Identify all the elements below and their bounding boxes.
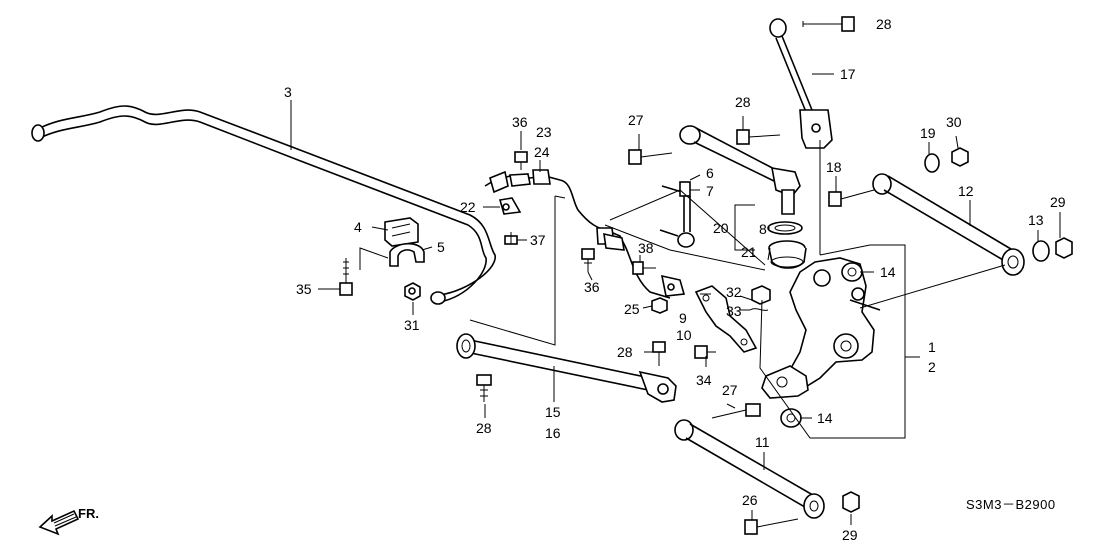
callout-32: 32 [726, 284, 742, 300]
callout-11: 11 [755, 434, 770, 450]
collar-13 [1032, 240, 1050, 262]
callout-21: 21 [741, 244, 757, 260]
callout-20: 20 [713, 220, 729, 236]
callout-28-upper: 28 [735, 94, 751, 110]
control-arm-12 [872, 173, 1025, 276]
callout-27-top: 27 [628, 112, 644, 128]
callout-7: 7 [706, 183, 714, 199]
callout-14-bottom: 14 [817, 410, 833, 426]
spring-seat-8 [767, 221, 803, 235]
bolt-38 [632, 261, 656, 275]
bushing-holder [389, 242, 425, 267]
knuckle [761, 257, 881, 399]
callout-24: 24 [534, 144, 550, 160]
callout-28-left: 28 [476, 420, 492, 436]
collar-19 [924, 153, 940, 173]
callout-26: 26 [742, 492, 758, 508]
callout-4: 4 [354, 219, 362, 235]
callout-34: 34 [696, 372, 712, 388]
callout-30: 30 [946, 114, 962, 130]
callout-29-lower: 29 [842, 527, 858, 543]
trailing-arm-15-16 [456, 333, 677, 403]
callout-bracket-20 [734, 204, 755, 251]
stabilizer-link-6-7 [659, 181, 695, 248]
callout-1: 1 [928, 339, 936, 355]
callout-19: 19 [920, 125, 936, 141]
bolt-27-lower [711, 403, 761, 419]
callout-35: 35 [296, 281, 312, 297]
callout-6: 6 [706, 165, 714, 181]
callout-15: 15 [545, 404, 561, 420]
nut-32 [751, 285, 771, 305]
cotter-pin-33 [749, 308, 769, 311]
callout-10: 10 [676, 327, 692, 343]
bushing-14-top [841, 262, 863, 282]
stabilizer-bushing [384, 217, 419, 247]
bolt-28-top [802, 16, 855, 32]
diagram-code: S3M3－B2900 [966, 497, 1056, 512]
callout-36-bottom: 36 [584, 279, 600, 295]
callout-36-top: 36 [512, 114, 528, 130]
callout-16: 16 [545, 425, 561, 441]
stabilizer-bar [31, 105, 496, 305]
front-direction-label: FR. [78, 506, 99, 521]
callout-28-mid: 28 [617, 344, 633, 360]
nut-30 [951, 147, 969, 167]
callout-37: 37 [530, 232, 546, 248]
flange-bolt-35 [339, 258, 353, 296]
callout-8: 8 [759, 221, 767, 237]
callout-33: 33 [726, 303, 742, 319]
bolt-27-top [628, 149, 673, 165]
callout-18: 18 [826, 159, 842, 175]
callout-13: 13 [1028, 212, 1044, 228]
callout-27-lower: 27 [722, 382, 738, 398]
callout-23: 23 [536, 124, 552, 140]
nut-29-lower [842, 491, 860, 513]
abs-sensor-harness [484, 151, 671, 299]
callout-28-top: 28 [876, 16, 892, 32]
callout-14-top: 14 [880, 264, 896, 280]
upper-arm [679, 125, 801, 215]
nut-31 [404, 282, 421, 301]
callout-17: 17 [840, 66, 856, 82]
callout-25: 25 [624, 301, 640, 317]
callout-3: 3 [284, 84, 292, 100]
callout-12: 12 [958, 183, 974, 199]
bolt-18 [828, 189, 875, 207]
upper-control-link-17 [769, 18, 833, 149]
callout-38: 38 [638, 240, 654, 256]
callout-29-right: 29 [1050, 194, 1066, 210]
callout-2: 2 [928, 359, 936, 375]
bolt-36-lower [581, 248, 595, 272]
callout-labels: 3 4 5 35 31 36 23 24 22 37 36 38 25 9 10… [284, 16, 1066, 543]
callout-5: 5 [437, 239, 445, 255]
bolt-26 [744, 518, 799, 535]
callout-31: 31 [404, 317, 420, 333]
callout-9: 9 [679, 310, 687, 326]
nut-25 [651, 297, 668, 314]
bolt-28-mid [652, 341, 666, 366]
nut-29-right [1055, 237, 1073, 259]
front-direction-arrow: FR. [38, 506, 99, 536]
leader-lines [290, 73, 1061, 525]
bump-stop-21 [768, 240, 807, 269]
bolt-34 [694, 345, 716, 359]
bolt-28-left [476, 374, 492, 402]
abs-sensor-9 [660, 274, 686, 297]
bracket-10 [694, 285, 758, 353]
callout-22: 22 [460, 199, 476, 215]
bolt-28-upper [736, 129, 781, 145]
lower-arm-11 [674, 419, 825, 519]
